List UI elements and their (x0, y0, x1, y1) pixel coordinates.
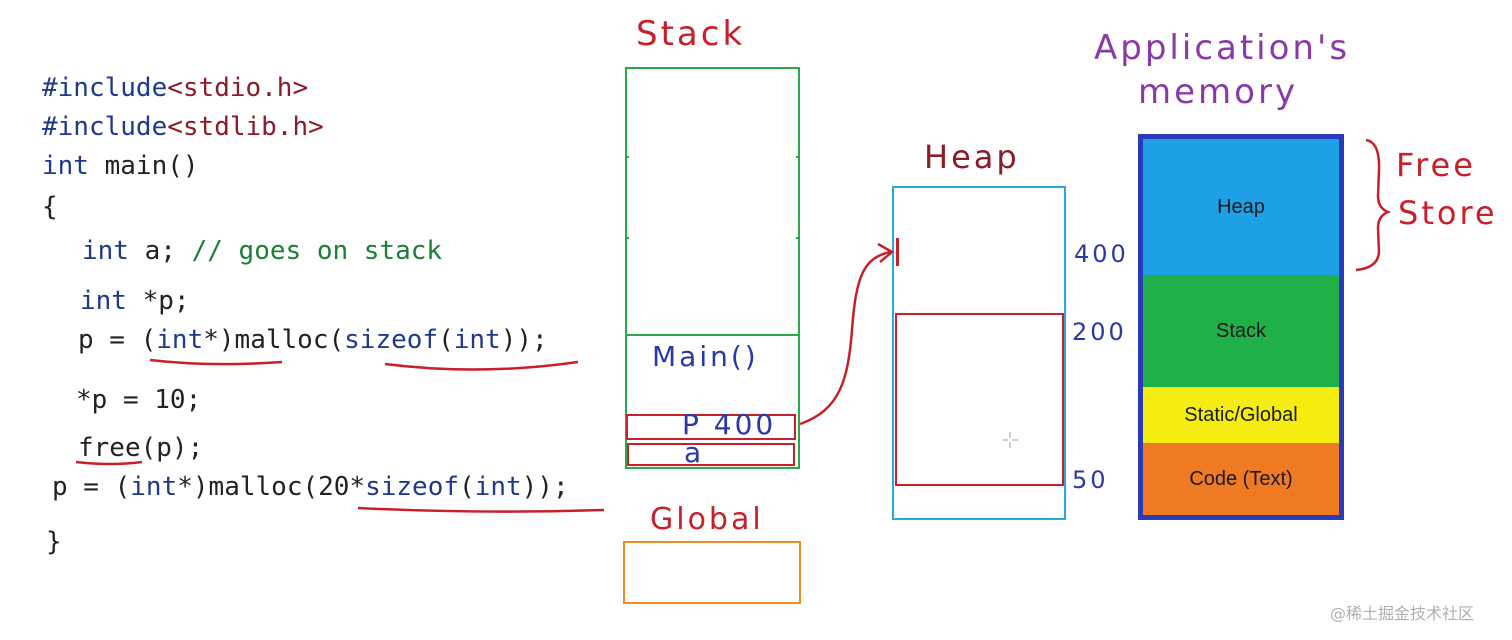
segment-heap-label: Heap (1217, 195, 1265, 218)
code-text: p = ( (52, 472, 131, 502)
code-text: *)malloc( (203, 325, 345, 355)
code-text: a; (128, 236, 192, 266)
stack-var-p-label: P 400 (682, 408, 777, 441)
free-store-bracket (1355, 138, 1392, 272)
underline-int-cast (149, 358, 283, 366)
stack-var-a-box (627, 443, 795, 466)
heap-pointer-target-mark (896, 238, 899, 266)
code-text: main() (88, 151, 199, 181)
code-text: } (46, 527, 62, 557)
code-keyword: int (156, 325, 204, 355)
heap-title: Heap (924, 138, 1020, 176)
code-text: *p; (126, 286, 190, 316)
code-line-assign: *p = 10; (76, 385, 201, 415)
global-title: Global (650, 502, 764, 537)
code-text: )); (500, 325, 548, 355)
code-text: *)malloc(20* (177, 472, 366, 502)
code-line-open-brace: { (42, 192, 58, 222)
code-line-int-a: int a; // goes on stack (82, 236, 442, 266)
code-line-include-stdlib: #include<stdlib.h> (42, 112, 324, 142)
segment-code-text: Code (Text) (1143, 443, 1339, 515)
code-keyword: int (82, 236, 129, 266)
stack-var-a-label: a (684, 436, 705, 469)
free-store-label-line2: Store (1398, 194, 1498, 232)
stack-frame-divider (625, 334, 800, 336)
app-memory-title-line1: Application's (1094, 28, 1351, 68)
code-text: ( (459, 472, 475, 502)
segment-static-global-label: Static/Global (1184, 403, 1298, 426)
code-text: p = ( (78, 325, 157, 355)
pointer-arrow (799, 250, 891, 426)
code-line-int-p: int *p; (80, 286, 190, 316)
heap-box (892, 186, 1066, 520)
code-text: { (42, 192, 58, 222)
heap-addr-400: 400 (1074, 240, 1129, 268)
code-text: )); (521, 472, 569, 502)
segment-code-text-label: Code (Text) (1189, 467, 1293, 490)
code-comment: // goes on stack (191, 236, 443, 266)
code-line-main: int main() (42, 151, 199, 181)
heap-allocated-block (895, 313, 1064, 486)
segment-stack-label: Stack (1215, 319, 1267, 342)
code-keyword: int (474, 472, 522, 502)
code-header: <stdlib.h> (167, 112, 324, 142)
code-text: *p = 10; (76, 385, 202, 415)
watermark: @稀土掘金技术社区 (1330, 604, 1475, 623)
code-keyword: int (42, 151, 89, 181)
stack-var-p-box (626, 414, 796, 440)
code-keyword: sizeof (344, 325, 439, 355)
app-memory-title-line2: memory (1138, 72, 1299, 112)
code-keyword: int (453, 325, 501, 355)
stack-frame-label: Main() (652, 340, 759, 373)
segment-stack: Stack (1143, 275, 1339, 387)
global-box (623, 541, 801, 604)
code-line-malloc-20: p = (int*)malloc(20*sizeof(int)); (52, 472, 569, 502)
code-line-include-stdio: #include<stdio.h> (42, 73, 308, 103)
stack-box (625, 67, 800, 469)
code-line-free: free(p); (78, 433, 203, 463)
code-line-malloc: p = (int*)malloc(sizeof(int)); (78, 325, 548, 355)
underline-free (75, 460, 143, 466)
code-header: <stdio.h> (167, 73, 309, 103)
code-directive: #include (42, 73, 168, 103)
code-text: free(p); (78, 433, 204, 463)
cursor-crosshair-icon (1002, 432, 1018, 448)
stack-title: Stack (636, 14, 746, 54)
segment-static-global: Static/Global (1143, 387, 1339, 443)
app-memory-box: Heap Stack Static/Global Code (Text) (1138, 134, 1344, 520)
code-keyword: int (80, 286, 127, 316)
code-text: ( (438, 325, 454, 355)
code-keyword: sizeof (365, 472, 460, 502)
heap-addr-200: 200 (1072, 318, 1127, 346)
pointer-arrow-head (877, 242, 895, 263)
code-line-close-brace: } (46, 527, 62, 557)
underline-20-sizeof (357, 506, 605, 513)
underline-sizeof-int (384, 360, 579, 371)
heap-addr-50: 50 (1072, 466, 1109, 494)
code-directive: #include (42, 112, 168, 142)
segment-heap: Heap (1143, 139, 1339, 275)
code-keyword: int (130, 472, 178, 502)
free-store-label-line1: Free (1396, 146, 1476, 184)
